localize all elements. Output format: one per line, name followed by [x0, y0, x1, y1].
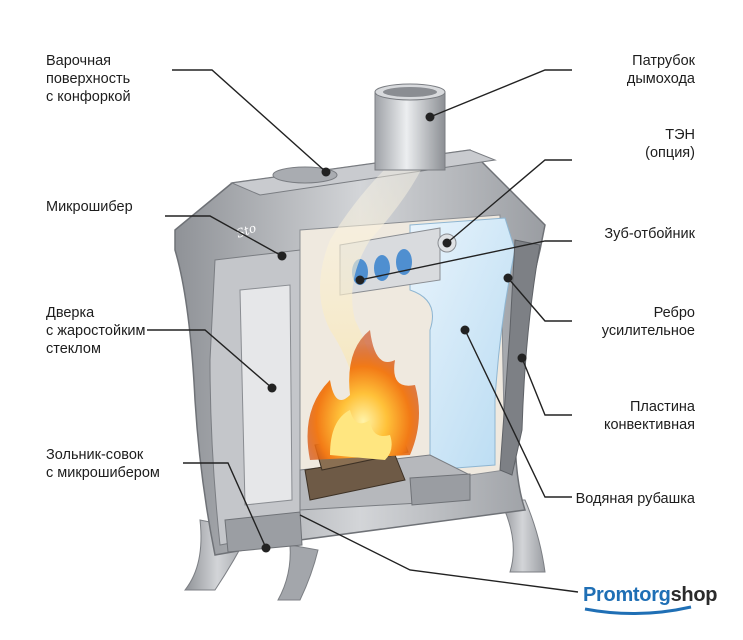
label-heater: ТЭН (опция) — [575, 126, 695, 162]
label-chimney-pipe: Патрубок дымохода — [575, 52, 695, 88]
brand-logo-part1: Promtorg — [583, 584, 671, 606]
label-line: Зуб-отбойник — [604, 226, 695, 242]
label-rib: Ребро усилительное — [575, 304, 695, 340]
label-door: Дверка с жаростойким стеклом — [46, 304, 145, 358]
label-ash-pan: Зольник-совок с микрошибером — [46, 446, 160, 482]
label-line: Ребро — [653, 305, 695, 321]
label-line: с микрошибером — [46, 465, 160, 481]
brand-logo: Promtorgshop — [583, 584, 717, 607]
label-line: ТЭН — [665, 127, 695, 143]
label-water-jacket: Водяная рубашка — [555, 490, 695, 508]
brand-swoosh-icon — [584, 605, 692, 616]
label-line: стеклом — [46, 341, 101, 357]
label-line: Микрошибер — [46, 199, 133, 215]
label-line: Дверка — [46, 305, 95, 321]
label-line: Патрубок — [632, 53, 695, 69]
label-line: дымохода — [626, 71, 695, 87]
label-line: с конфоркой — [46, 89, 131, 105]
label-line: Варочная — [46, 53, 112, 69]
label-line: поверхность — [46, 71, 131, 87]
label-micro-damper: Микрошибер — [46, 198, 133, 216]
brand-logo-part2: shop — [670, 584, 718, 606]
label-convection-plate: Пластина конвективная — [575, 398, 695, 434]
label-line: усилительное — [601, 323, 695, 339]
callout-lines — [147, 69, 579, 593]
label-line: (опция) — [645, 145, 695, 161]
label-baffle: Зуб-отбойник — [570, 225, 695, 243]
label-line: конвективная — [603, 417, 695, 433]
label-line: с жаростойким — [46, 323, 146, 339]
chimney-pipe — [374, 83, 446, 171]
fire-flames — [307, 330, 419, 460]
label-cooking-surface: Варочная поверхность с конфоркой — [46, 52, 131, 106]
label-line: Водяная рубашка — [575, 491, 695, 507]
label-line: Зольник-совок — [46, 447, 144, 463]
label-line: Пластина — [629, 399, 695, 415]
callout-dots — [261, 112, 527, 553]
stove-emblem: Sto — [234, 221, 258, 241]
